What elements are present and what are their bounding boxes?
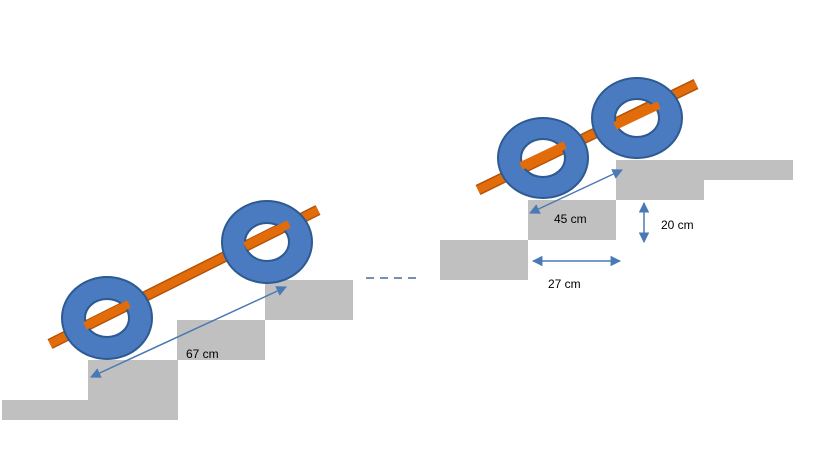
right-step-3: [616, 160, 704, 200]
right-diagonal-label: 45 cm: [554, 212, 587, 226]
left-diagonal-label: 67 cm: [186, 347, 219, 361]
step-height-label: 20 cm: [661, 218, 694, 232]
right-axle-front: [519, 141, 567, 170]
left-upper-wheel: [220, 200, 314, 284]
right-staircase: [440, 160, 793, 280]
left-axle-front-2: [243, 220, 291, 250]
left-step-4: [265, 280, 353, 320]
right-axle-front-2: [613, 101, 661, 130]
left-diagonal-arrow: [90, 286, 287, 378]
step-depth-label: 27 cm: [548, 277, 581, 291]
left-staircase: [2, 280, 353, 420]
right-upper-wheel: [590, 77, 684, 159]
right-step-4: [704, 160, 793, 180]
right-step-1: [440, 240, 528, 280]
left-axle-front: [83, 300, 131, 330]
left-step-2: [88, 360, 178, 420]
right-diagonal-arrow: [529, 169, 623, 214]
